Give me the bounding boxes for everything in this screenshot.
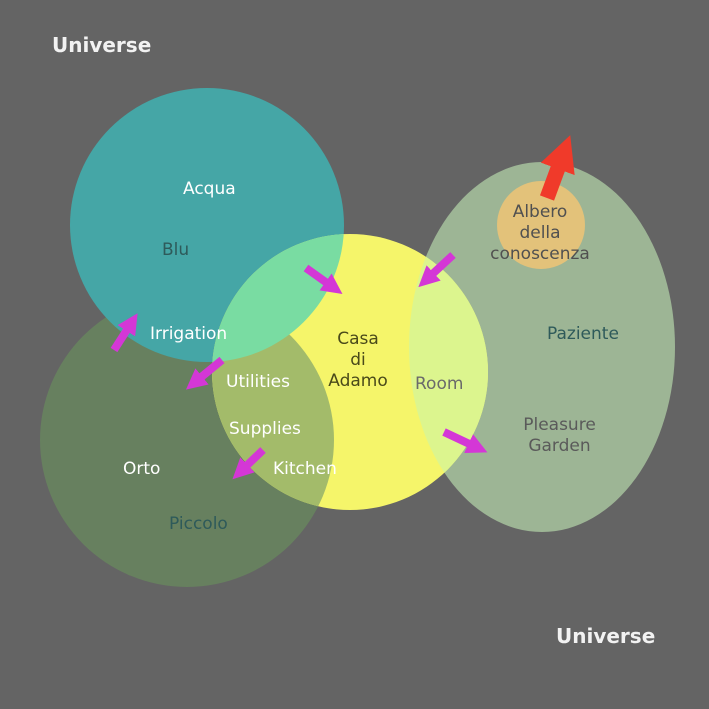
paziente-label: Paziente [547, 324, 619, 344]
kitchen-label: Kitchen [273, 459, 337, 479]
irrigation-label: Irrigation [150, 324, 228, 344]
arrow-acqua-to-casa [303, 264, 343, 295]
arrow-to-orto [185, 356, 225, 390]
orto-label: Orto [123, 459, 161, 479]
casa-acqua-overlap [212, 234, 344, 362]
piccolo-label: Piccolo [169, 514, 228, 534]
albero-label-line3: conoscenza [490, 244, 590, 264]
acqua-label: Acqua [183, 179, 236, 199]
supplies-label: Supplies [229, 419, 301, 439]
casa-orto-overlap [212, 293, 334, 510]
casa-label-line2: di [350, 350, 366, 370]
blu-label: Blu [162, 240, 190, 260]
albero-label: Albero della conoscenza [486, 202, 594, 265]
arrow-kitchen-to-orto [232, 447, 266, 480]
arrow-room-to-pleasure [442, 428, 488, 453]
casa-label-line3: Adamo [328, 371, 388, 391]
utilities-label: Utilities [226, 372, 290, 392]
arrow-pleasure-to-room [418, 252, 456, 288]
albero-label-line1: Albero [512, 202, 568, 222]
arrow-albero-out [539, 135, 575, 201]
pleasure-label-line2: Garden [528, 436, 591, 456]
pleasure-garden-label: Pleasure Garden [512, 415, 607, 457]
universe-label-top: Universe [52, 33, 152, 57]
albero-circle [497, 181, 585, 269]
albero-label-line2: della [519, 223, 561, 243]
arrow-to-acqua [110, 313, 138, 353]
pleasure-label-line1: Pleasure [523, 415, 596, 435]
room-label: Room [415, 374, 464, 394]
casa-label: Casa di Adamo [324, 329, 392, 392]
casa-label-line1: Casa [337, 329, 379, 349]
universe-label-bottom: Universe [556, 624, 656, 648]
